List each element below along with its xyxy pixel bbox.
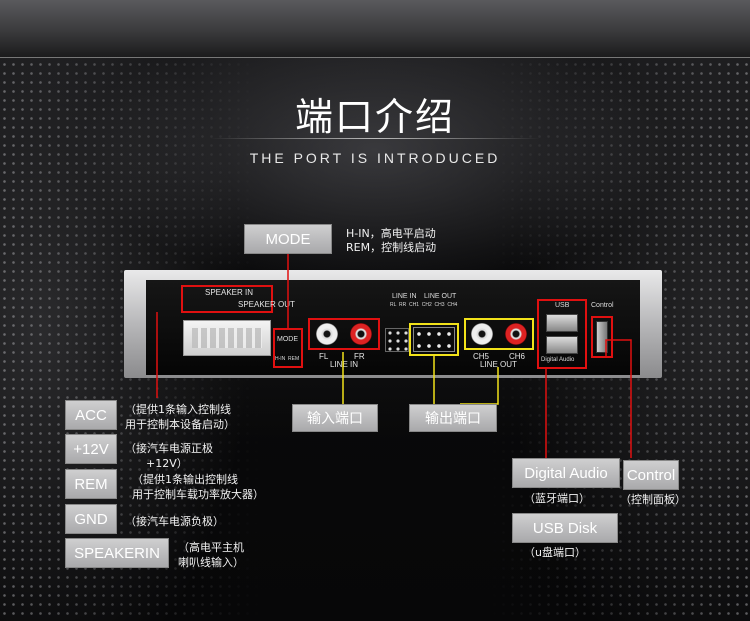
gnd-note: （接汽车电源负极）	[125, 515, 224, 528]
12v-label: +12V	[65, 434, 117, 464]
ch6-text: CH6	[509, 352, 526, 361]
rem-note: （提供1条输出控制线 用于控制车载功率放大器）	[132, 473, 264, 501]
mode-switch-label: MODE	[277, 336, 298, 343]
usb-bottom-text: Digital Audio	[541, 357, 575, 363]
ch5-jack	[471, 323, 493, 345]
fl-text: FL	[319, 352, 329, 361]
control-port-highlight	[591, 316, 613, 358]
usb-socket-lower	[546, 336, 578, 354]
mode-label: MODE	[244, 224, 332, 254]
control-top-text: Control	[591, 302, 614, 309]
page-subtitle: THE PORT IS INTRODUCED	[249, 150, 501, 166]
fr-text: FR	[354, 352, 365, 361]
ch5-ch6-highlight	[464, 318, 534, 350]
ch6-jack	[505, 323, 527, 345]
line-in-port-label: 输入端口	[292, 404, 378, 432]
title-divider	[210, 138, 540, 139]
line-in-small-text: LINE IN	[392, 293, 417, 300]
line-out-pin-header	[413, 327, 455, 352]
gnd-label: GND	[65, 504, 117, 534]
aux-pin-header	[385, 328, 409, 352]
usb-disk-label: USB Disk	[512, 513, 618, 543]
line-out-small-text: LINE OUT	[424, 293, 457, 300]
usb-port-highlight	[537, 299, 587, 369]
12v-note: （接汽车电源正极 +12V）	[125, 442, 213, 470]
line-out-text: LINE OUT	[480, 360, 517, 369]
usb-disk-note: （u盘端口）	[524, 546, 586, 559]
device-reflection	[146, 378, 640, 438]
control-note: （控制面板）	[620, 493, 686, 506]
digital-audio-label: Digital Audio	[512, 458, 620, 488]
usb-socket-upper	[546, 314, 578, 332]
control-label: Control	[623, 460, 679, 490]
control-socket	[596, 321, 608, 353]
line-out-header-highlight	[409, 323, 459, 356]
line-out-port-label: 输出端口	[409, 404, 497, 432]
acc-note: （提供1条输入控制线 用于控制本设备启动）	[125, 403, 235, 431]
speaker-terminal-highlight	[181, 285, 273, 313]
line-in-fl-jack	[316, 323, 338, 345]
acc-label: ACC	[65, 400, 117, 430]
line-in-fr-jack	[350, 323, 372, 345]
line-cols-text: RL RR CH1 CH2 CH3 CH4	[390, 302, 458, 308]
usb-top-text: USB	[555, 302, 570, 309]
top-bar	[0, 0, 750, 58]
rem-label: REM	[65, 469, 117, 499]
power-connector-pins	[192, 328, 262, 348]
mode-switch-sub: H-IN REM	[275, 356, 300, 362]
digital-audio-note: （蓝牙端口）	[524, 492, 590, 505]
speakerin-label: SPEAKERIN	[65, 538, 169, 568]
ch5-text: CH5	[473, 352, 490, 361]
mode-note-1: H-IN，高电平启动	[346, 227, 436, 240]
speakerin-note: （高电平主机 喇叭线输入）	[178, 541, 244, 569]
speaker-out-text: SPEAKER OUT	[238, 300, 295, 309]
line-in-text: LINE IN	[330, 360, 359, 369]
page-title: 端口介绍	[294, 95, 455, 139]
mode-note-2: REM，控制线启动	[346, 241, 437, 254]
line-in-highlight	[308, 318, 380, 350]
speaker-in-text: SPEAKER IN	[205, 288, 254, 297]
mode-switch-highlight	[273, 328, 303, 368]
